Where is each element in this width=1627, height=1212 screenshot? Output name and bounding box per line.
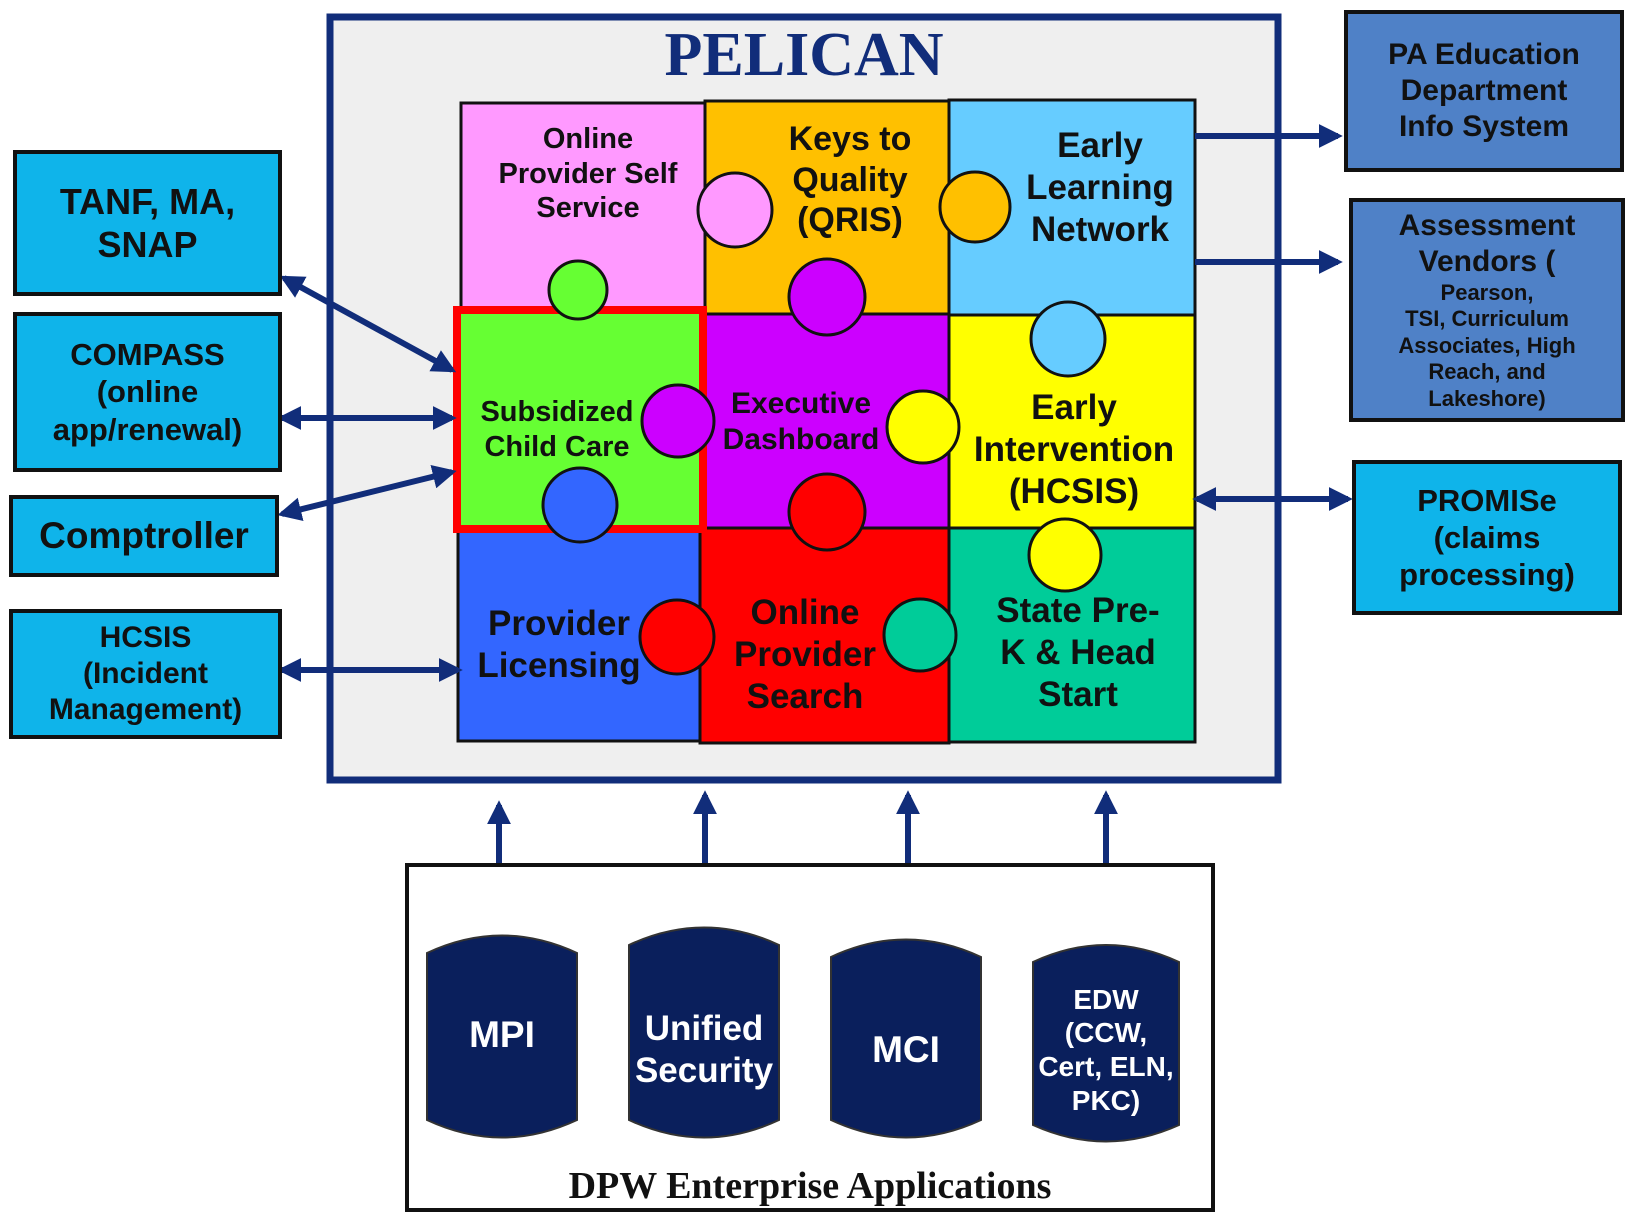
- tab-red-on-purple: [787, 472, 867, 552]
- enterprise-title: DPW Enterprise Applications: [568, 1165, 1052, 1207]
- tab-teal-on-red: [882, 597, 958, 673]
- tab-yellow-on-teal: [1027, 517, 1103, 593]
- system-tanf-ma-snap: TANF, MA,SNAP: [13, 150, 282, 296]
- tab-pink-on-orange: [696, 171, 774, 249]
- arrow-comptroller: [277, 464, 457, 522]
- vendors-word: Vendors (: [1418, 245, 1556, 279]
- tab-blue-on-green: [541, 466, 619, 544]
- tab-yellow-on-purple: [885, 389, 961, 465]
- system-comptroller: Comptroller: [9, 495, 279, 577]
- tab-red-on-blue: [638, 598, 716, 676]
- db-label-edw: EDW(CCW,Cert, ELN,PKC): [1038, 983, 1174, 1116]
- tab-purple-on-orange: [787, 257, 867, 337]
- tab-lightblue-on-yellow: [1029, 300, 1107, 378]
- db-cylinder-mpi: [426, 934, 578, 1139]
- tab-orange-on-lightblue: [938, 170, 1012, 244]
- pelican-title: PELICAN: [664, 21, 944, 89]
- db-cylinder-mci: [830, 938, 982, 1139]
- db-cylinder-edw: [1032, 944, 1180, 1143]
- vendors-first: Pearson,: [1440, 280, 1534, 306]
- arrow-tanf: [279, 275, 457, 373]
- tab-purple-on-green: [640, 383, 716, 459]
- system-assessment-vendors: Assessment Vendors (Pearson, TSI, Curric…: [1349, 198, 1625, 422]
- db-cylinder-unified-security: [628, 926, 780, 1139]
- db-label-mpi: MPI: [469, 1013, 535, 1055]
- tab-green-on-pink: [547, 259, 609, 321]
- db-label-mci: MCI: [872, 1028, 940, 1070]
